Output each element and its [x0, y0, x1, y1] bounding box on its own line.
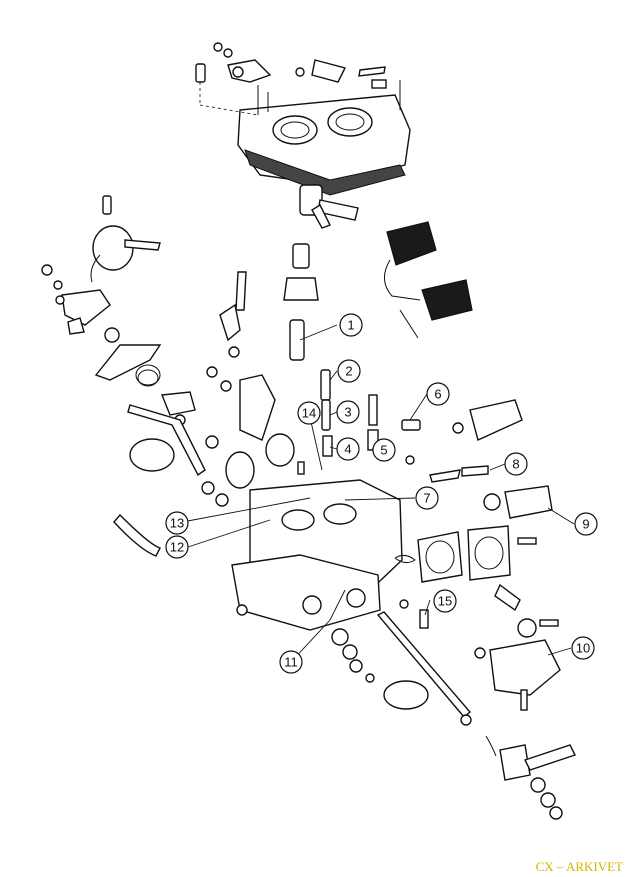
callout-5: 5 [372, 438, 396, 462]
jet-components [206, 243, 379, 489]
callout-label: 14 [302, 406, 316, 421]
callout-1: 1 [339, 313, 363, 337]
callout-label: 7 [423, 491, 430, 506]
callout-14: 14 [297, 401, 321, 425]
top-linkage-parts [195, 42, 387, 116]
callout-label: 5 [380, 443, 387, 458]
springs-and-throttle-lever [94, 344, 229, 557]
callout-8: 8 [504, 452, 528, 476]
callout-label: 8 [512, 457, 519, 472]
callout-label: 6 [434, 387, 441, 402]
callout-11: 11 [279, 650, 303, 674]
callout-3: 3 [336, 400, 360, 424]
callout-label: 15 [438, 594, 452, 609]
fuel-inlet-assembly [474, 618, 561, 711]
callout-label: 12 [170, 540, 184, 555]
throttle-shaft-assembly [331, 611, 576, 820]
callout-7: 7 [415, 486, 439, 510]
callout-label: 10 [576, 641, 590, 656]
accelerator-pump-parts [394, 525, 537, 629]
callout-label: 2 [345, 364, 352, 379]
callout-label: 3 [344, 405, 351, 420]
callout-label: 9 [582, 517, 589, 532]
carburetor-top-cover [237, 80, 411, 229]
callout-label: 11 [284, 655, 298, 670]
callout-2: 2 [337, 359, 361, 383]
archive-watermark: CX – ARKIVET [535, 859, 623, 874]
callout-15: 15 [433, 589, 457, 613]
idle-cutoff-solenoids [384, 221, 553, 519]
callout-13: 13 [165, 511, 189, 535]
callout-label: 13 [170, 516, 184, 531]
callout-9: 9 [574, 512, 598, 536]
callout-label: 1 [347, 318, 354, 333]
callout-6: 6 [426, 382, 450, 406]
vacuum-capsule-assembly [41, 195, 161, 343]
callout-label: 4 [344, 442, 351, 457]
callout-10: 10 [571, 636, 595, 660]
callout-4: 4 [336, 437, 360, 461]
callout-12: 12 [165, 535, 189, 559]
carburetor-main-body [231, 479, 403, 631]
